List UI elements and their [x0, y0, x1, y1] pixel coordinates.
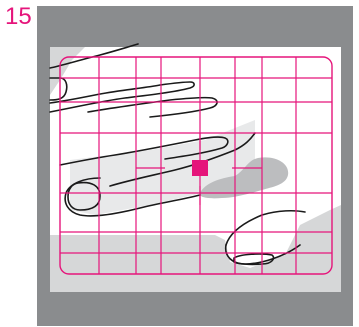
- focus-point-marker: [192, 160, 208, 176]
